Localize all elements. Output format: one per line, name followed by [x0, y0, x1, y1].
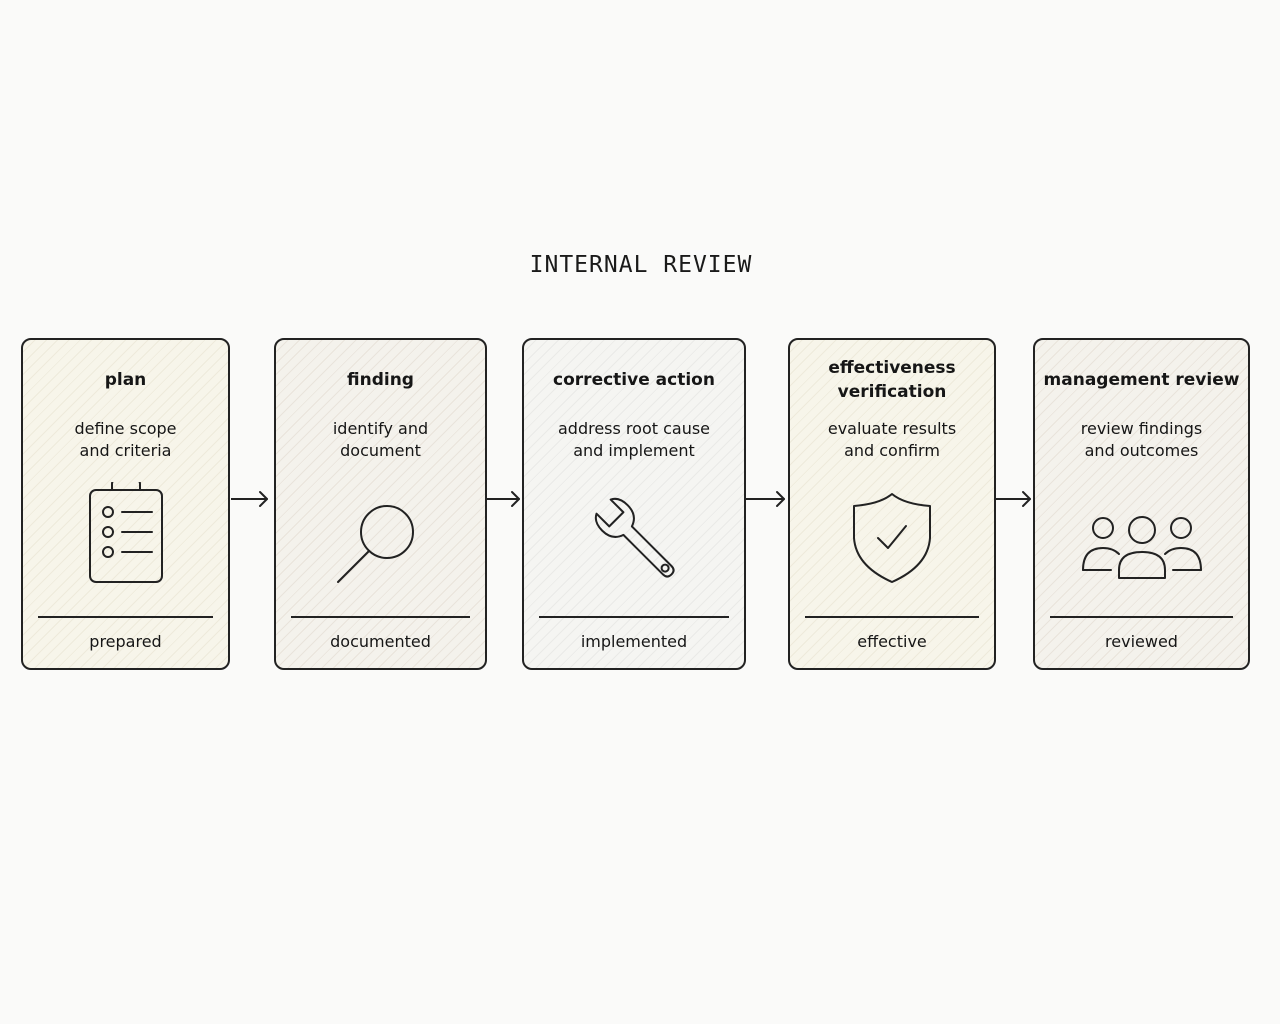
diagram-title: INTERNAL REVIEW [529, 252, 753, 278]
step-description: identify and document [332, 419, 429, 460]
wrench-icon [594, 497, 675, 578]
step-status: prepared [89, 632, 162, 651]
step-divider [1050, 616, 1233, 618]
step-divider [38, 616, 213, 618]
step-description: define scope and criteria [74, 419, 177, 460]
step-card-plan: plan define scope and criteria prepared [21, 338, 230, 670]
step-title: finding [347, 370, 414, 390]
magnifying-glass-icon [336, 505, 414, 583]
step-divider [291, 616, 470, 618]
step-card-management-review: management review review findings and ou… [1033, 338, 1250, 670]
clipboard-checklist-icon [88, 482, 163, 583]
step-status: documented [330, 632, 431, 651]
step-title: plan [104, 370, 147, 390]
step-status: reviewed [1105, 632, 1178, 651]
step-card-effectiveness-verification: effectiveness verification evaluate resu… [788, 338, 996, 670]
step-description: address root cause and implement [557, 419, 711, 460]
step-status: effective [857, 632, 927, 651]
step-title: management review [1043, 370, 1240, 390]
arrow-right-icon [231, 491, 268, 507]
step-description: evaluate results and confirm [827, 419, 957, 460]
group-people-icon [1081, 516, 1202, 579]
step-card-corrective-action: corrective action address root cause and… [522, 338, 746, 670]
arrow-right-icon [487, 491, 520, 507]
arrow-right-icon [996, 491, 1031, 507]
step-divider [805, 616, 979, 618]
step-title: effectiveness verification [828, 358, 956, 402]
step-title: corrective action [553, 370, 715, 390]
step-card-finding: finding identify and document documented [274, 338, 487, 670]
step-divider [539, 616, 729, 618]
step-description: review findings and outcomes [1080, 419, 1203, 460]
shield-check-icon [853, 493, 931, 583]
step-status: implemented [580, 632, 688, 651]
arrow-right-icon [746, 491, 785, 507]
